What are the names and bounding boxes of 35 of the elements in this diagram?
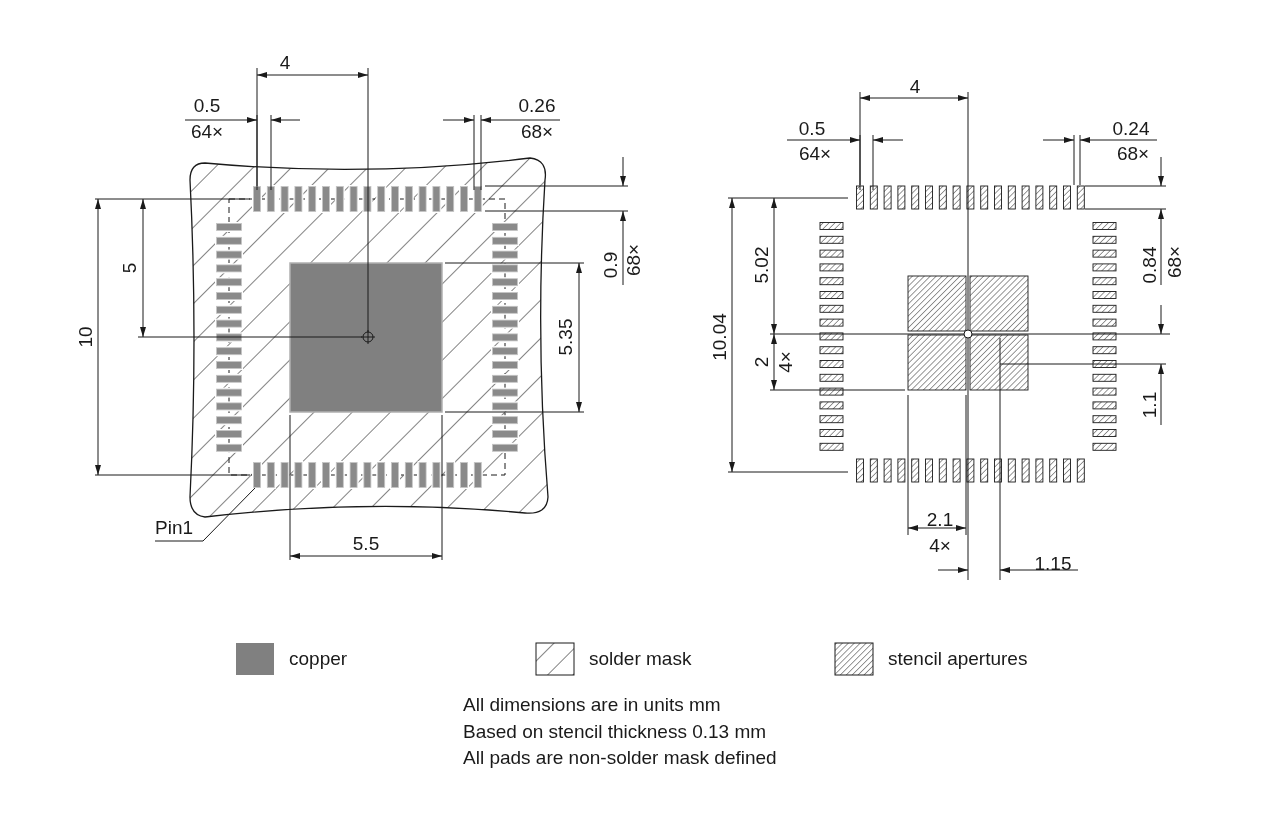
legend-label: solder mask xyxy=(589,648,692,670)
dimension-label: 0.24 xyxy=(1112,118,1150,140)
dimension-label: 2.1 xyxy=(926,509,954,531)
dimension-label: 68× xyxy=(623,243,645,277)
dimension-label: 5.5 xyxy=(352,533,380,555)
dimension-label: 1.1 xyxy=(1139,391,1161,419)
dimension-label: 64× xyxy=(798,143,832,165)
callout-label: Pin1 xyxy=(155,517,203,541)
dimension-label: 10.04 xyxy=(709,313,731,361)
dimension-label: 64× xyxy=(190,121,224,143)
leader-line xyxy=(154,487,256,542)
dimension-label: 68× xyxy=(1116,143,1150,165)
dimension-label: 0.26 xyxy=(518,95,556,117)
note-text: All dimensions are in units mm xyxy=(463,694,721,716)
dimension-label: 0.9 xyxy=(600,251,622,279)
dimension-label: 68× xyxy=(520,121,554,143)
dimension-label: 5 xyxy=(119,262,141,274)
dimension-label: 4 xyxy=(909,76,921,98)
legend-label: copper xyxy=(289,648,348,670)
note-text: Based on stencil thickness 0.13 mm xyxy=(463,721,767,743)
dimension-label: 0.5 xyxy=(798,118,826,140)
dimension-label: 5.35 xyxy=(555,318,577,356)
legend-label: stencil apertures xyxy=(888,648,1028,670)
pin-pad xyxy=(253,462,261,488)
dimension-label: 5.02 xyxy=(751,246,773,284)
dimension-label: 4× xyxy=(929,535,951,557)
dimension-label: 4 xyxy=(279,52,291,74)
dimension-label: 4× xyxy=(775,351,797,373)
dimension-label: 68× xyxy=(1164,245,1186,279)
dimension-label: 0.5 xyxy=(193,95,221,117)
dimension-label: 2 xyxy=(751,356,773,368)
dimension-label: 10 xyxy=(75,326,97,348)
dimension-label: 1.15 xyxy=(1034,553,1072,575)
dimension-label: 0.84 xyxy=(1139,246,1161,284)
note-text: All pads are non-solder mask defined xyxy=(463,747,777,769)
